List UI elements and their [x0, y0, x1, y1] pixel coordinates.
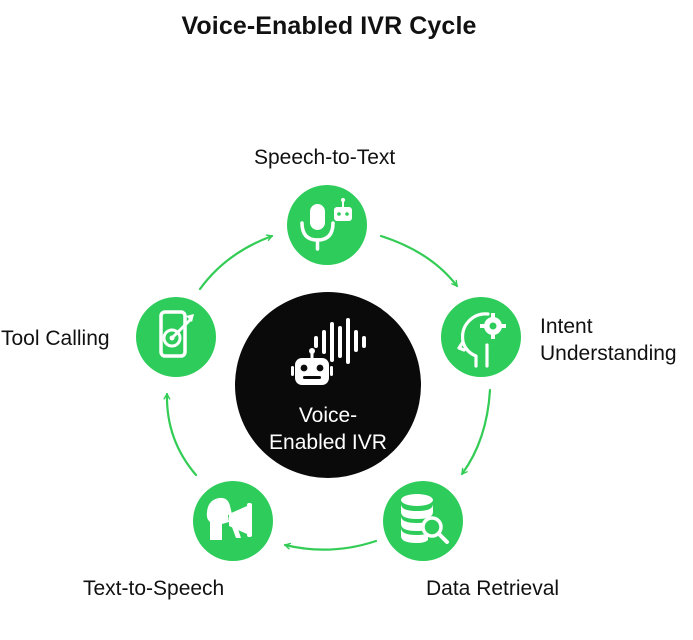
label-speech-to-text: Speech-to-Text [254, 146, 396, 169]
phone-target-icon [159, 310, 194, 358]
diagram-title: Voice-Enabled IVR Cycle [181, 12, 477, 40]
arrow-intent-to-data [460, 388, 492, 476]
label-text-to-speech: Text-to-Speech [83, 577, 225, 600]
robot-soundwave-icon [291, 318, 366, 385]
arrow-speech-to-intent [379, 234, 459, 288]
head-gear-icon [457, 312, 490, 368]
arrow-tool-to-speech [198, 234, 274, 291]
node-tool-calling [136, 297, 216, 377]
node-speech-to-text [287, 185, 367, 265]
label-data-retrieval: Data Retrieval [426, 577, 560, 600]
label-intent-line1: Intent [540, 315, 593, 338]
center-hub [235, 292, 421, 478]
node-data-retrieval [383, 481, 463, 561]
label-intent-understanding: Intent Understanding [540, 313, 677, 367]
center-label-line1: Voice- [298, 404, 358, 427]
center-label: Voice- Enabled IVR [235, 402, 421, 456]
node-intent-understanding [441, 297, 521, 377]
label-tool-calling: Tool Calling [1, 327, 110, 350]
speaking-megaphone-icon [206, 497, 252, 540]
microphone-robot-icon [300, 204, 335, 251]
arrow-tts-to-tool [163, 392, 198, 477]
arrow-data-to-tts [283, 539, 378, 551]
center-label-line2: Enabled IVR [269, 431, 387, 454]
label-intent-line2: Understanding [540, 342, 677, 365]
